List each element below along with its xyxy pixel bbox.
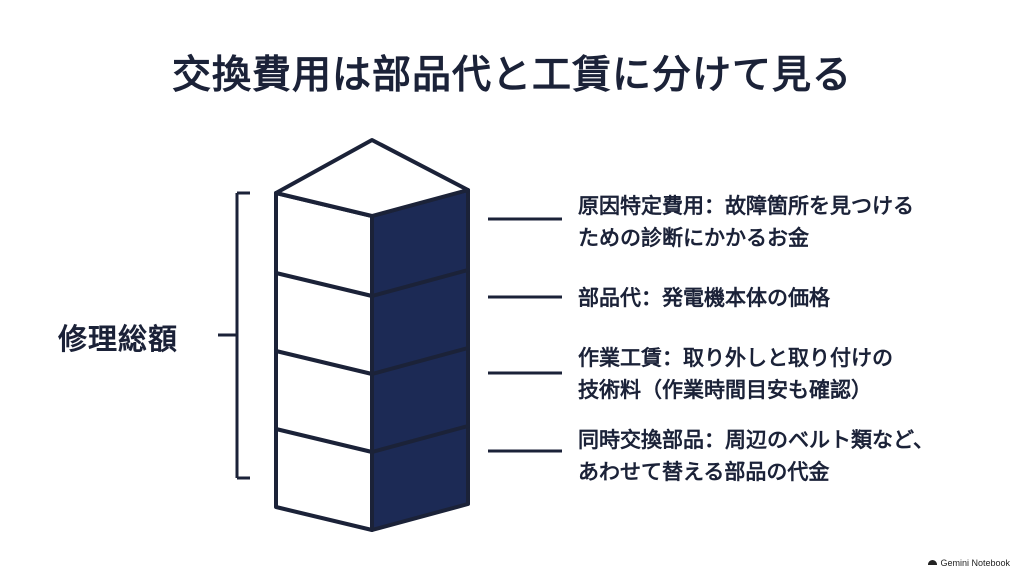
watermark-text: Gemini Notebook — [940, 558, 1010, 568]
connector-lines — [488, 217, 562, 453]
item-3-line-1: 作業工賃：取り外しと取り付けの — [578, 346, 893, 370]
total-bracket — [218, 191, 250, 480]
watermark: Gemini Notebook — [928, 558, 1010, 568]
item-1-line-2: ための診断にかかるお金 — [578, 226, 809, 250]
item-2-line-1: 部品代：発電機本体の価格 — [578, 286, 830, 310]
item-4-description: 同時交換部品：周辺のベルト類など、 あわせて替える部品の代金 — [578, 424, 934, 488]
item-1-description: 原因特定費用：故障箇所を見つける ための診断にかかるお金 — [578, 190, 914, 254]
gemini-notebook-icon — [928, 560, 938, 565]
item-1-line-1: 原因特定費用：故障箇所を見つける — [578, 194, 914, 218]
total-label: 修理総額 — [58, 322, 179, 356]
item-3-line-2: 技術料（作業時間目安も確認） — [578, 378, 872, 402]
item-4-line-2: あわせて替える部品の代金 — [578, 460, 830, 484]
block-1 — [274, 138, 470, 298]
page-title: 交換費用は部品代と工賃に分けて見る — [171, 53, 852, 98]
item-2-description: 部品代：発電機本体の価格 — [578, 282, 830, 314]
item-4-line-1: 同時交換部品：周辺のベルト類など、 — [578, 428, 934, 452]
item-3-description: 作業工賃：取り外しと取り付けの 技術料（作業時間目安も確認） — [578, 342, 893, 406]
